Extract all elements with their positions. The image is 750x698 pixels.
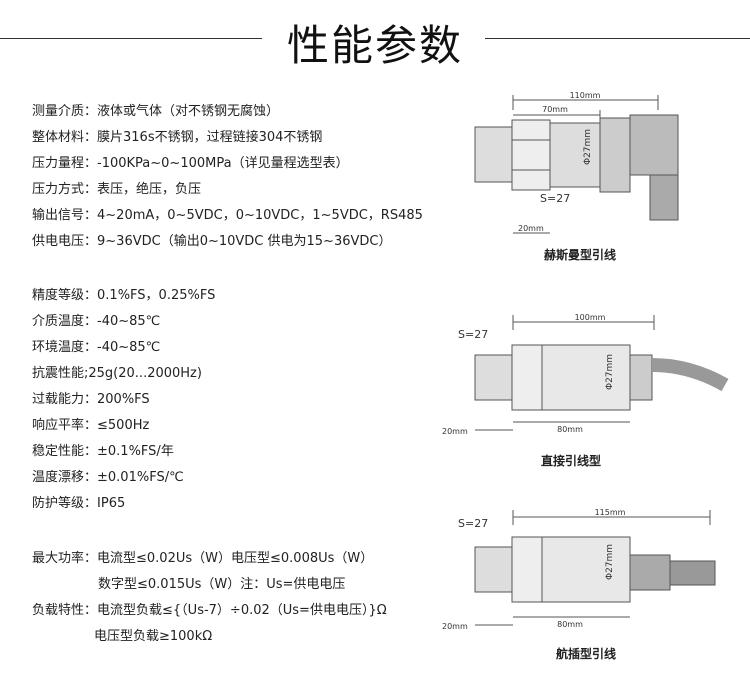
page-title: 性能参数 — [286, 21, 463, 70]
aviation-hex-label: S=27 — [458, 517, 488, 530]
spec-group-2: 精度等级：0.1%FS，0.25%FS 介质温度：-40~85℃ 环境温度：-4… — [32, 283, 215, 517]
hirschmann-thread-label: 20mm — [518, 224, 544, 233]
aviation-body-label: 80mm — [557, 620, 583, 629]
spec-row: 数字型≤0.015Us（W）注：Us=供电电压 — [98, 577, 346, 592]
header-rule-right — [485, 38, 750, 39]
spec-row: 电压型负载≥100kΩ — [94, 629, 213, 644]
hirschmann-hex-label: S=27 — [540, 192, 570, 205]
spec-row: 防护等级：IP65 — [32, 496, 126, 511]
spec-row: 测量介质：液体或气体（对不锈钢无腐蚀） — [32, 104, 280, 119]
caption-aviation-plug: 航插型引线 — [556, 647, 617, 661]
spec-row: 介质温度：-40~85℃ — [32, 314, 161, 329]
spec-row: 稳定性能：±0.1%FS/年 — [32, 444, 174, 459]
aviation-total-label: 115mm — [595, 508, 626, 517]
caption-hirschmann: 赫斯曼型引线 — [544, 248, 617, 262]
spec-row: 环境温度：-40~85℃ — [32, 340, 161, 355]
direct-body-label: 80mm — [557, 425, 583, 434]
spec-row: 最大功率：电流型≤0.02Us（W）电压型≤0.008Us（W） — [32, 551, 374, 566]
aviation-dia-label: Φ27mm — [605, 544, 615, 580]
direct-lead-drawing: S=27 100mm Φ27mm 80mm 20mm — [442, 313, 729, 436]
direct-dia-label: Φ27mm — [605, 354, 615, 390]
diagram-direct-lead: S=27 100mm Φ27mm 80mm 20mm — [440, 310, 740, 440]
aviation-thread-label: 20mm — [442, 622, 468, 631]
spec-group-1: 测量介质：液体或气体（对不锈钢无腐蚀） 整体材料：膜片316s不锈钢，过程链接3… — [32, 99, 423, 255]
spec-row: 过载能力：200%FS — [32, 392, 150, 407]
direct-hex-label: S=27 — [458, 328, 488, 341]
direct-thread-label: 20mm — [442, 427, 468, 436]
spec-group-3: 最大功率：电流型≤0.02Us（W）电压型≤0.008Us（W） 数字型≤0.0… — [32, 546, 387, 650]
spec-row: 响应平率：≤500Hz — [32, 418, 150, 433]
spec-row: 供电电压：9~36VDC（输出0~10VDC 供电为15~36VDC） — [32, 234, 392, 249]
spec-row: 精度等级：0.1%FS，0.25%FS — [32, 288, 216, 303]
hirschmann-drawing: 110mm 70mm S=27 Φ27mm 20mm — [474, 91, 679, 234]
aviation-plug-drawing: S=27 115mm Φ27mm 80mm 20mm — [442, 508, 716, 631]
diagram-hirschmann: 110mm 70mm S=27 Φ27mm 20mm — [440, 90, 740, 250]
spec-row: 输出信号：4~20mA，0~5VDC，0~10VDC，1~5VDC，RS485 — [32, 208, 423, 223]
diagram-aviation-plug: S=27 115mm Φ27mm 80mm 20mm — [440, 505, 740, 635]
hirschmann-dia-label: Φ27mm — [583, 129, 593, 165]
hirschmann-body-label: 70mm — [542, 105, 568, 114]
header-rule-left — [0, 38, 262, 39]
spec-row: 负载特性：电流型负载≤{（Us-7）÷0.02（Us=供电电压）}Ω — [32, 603, 387, 618]
direct-total-label: 100mm — [575, 313, 606, 322]
spec-row: 整体材料：膜片316s不锈钢，过程链接304不锈钢 — [32, 130, 323, 145]
spec-row: 压力量程：-100KPa~0~100MPa（详见量程选型表） — [32, 156, 349, 171]
spec-row: 温度漂移：±0.01%FS/℃ — [32, 470, 184, 485]
spec-row: 压力方式：表压，绝压，负压 — [32, 182, 202, 197]
spec-row: 抗震性能;25g(20...2000Hz) — [32, 366, 202, 381]
caption-direct-lead: 直接引线型 — [541, 454, 602, 468]
hirschmann-total-label: 110mm — [570, 91, 601, 100]
